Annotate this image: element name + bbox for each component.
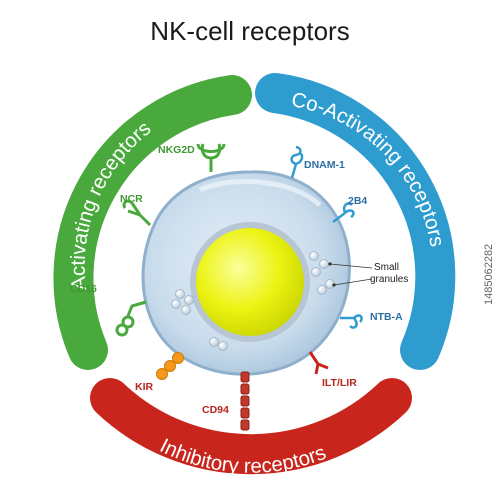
granule (317, 285, 327, 295)
label-cd16: CD16 (70, 283, 97, 295)
granule (171, 299, 181, 309)
inhibitory-receptors-band: Inhibitory receptors (90, 378, 412, 478)
label-nkg2d: NKG2D (158, 144, 195, 156)
receptor-cd94 (240, 371, 250, 431)
activating-arc (53, 75, 252, 370)
receptor-ilt-lir (308, 351, 329, 375)
granules-label: Small (374, 262, 399, 273)
receptor-ntba (340, 314, 363, 329)
granules-label-line2: granules (370, 274, 408, 285)
coactivating-arc (255, 73, 456, 370)
label-dnam1: DNAM-1 (304, 159, 345, 171)
inhibitory-arc (90, 378, 412, 475)
granule (184, 295, 194, 305)
receptor-cd16 (115, 300, 147, 337)
granule (309, 251, 319, 261)
granule (218, 341, 228, 351)
receptor-ncr (122, 199, 152, 227)
diagram-title: NK-cell receptors (150, 16, 349, 46)
receptor-nkg2d (196, 143, 226, 172)
receptor-dnam1 (290, 145, 304, 179)
label-ncr: NCR (120, 193, 143, 205)
granule (311, 267, 321, 277)
receptor-2b4 (332, 202, 355, 223)
label-ntba: NTB-A (370, 311, 403, 323)
label-cd94: CD94 (202, 404, 229, 416)
granule (175, 289, 185, 299)
label-ilt-lir: ILT/LIR (322, 377, 357, 389)
side-id-text: 1485062282 (483, 244, 495, 305)
granule (319, 259, 329, 269)
label-kir: KIR (135, 381, 154, 393)
nucleus (190, 222, 310, 342)
receptor-kir (156, 352, 184, 380)
nk-cell (141, 170, 351, 376)
granule (181, 305, 191, 315)
cell-cytoplasm-highlight (198, 178, 322, 207)
label-2b4: 2B4 (348, 195, 367, 207)
granules-callout: Small granules (328, 262, 408, 287)
granule (209, 337, 219, 347)
